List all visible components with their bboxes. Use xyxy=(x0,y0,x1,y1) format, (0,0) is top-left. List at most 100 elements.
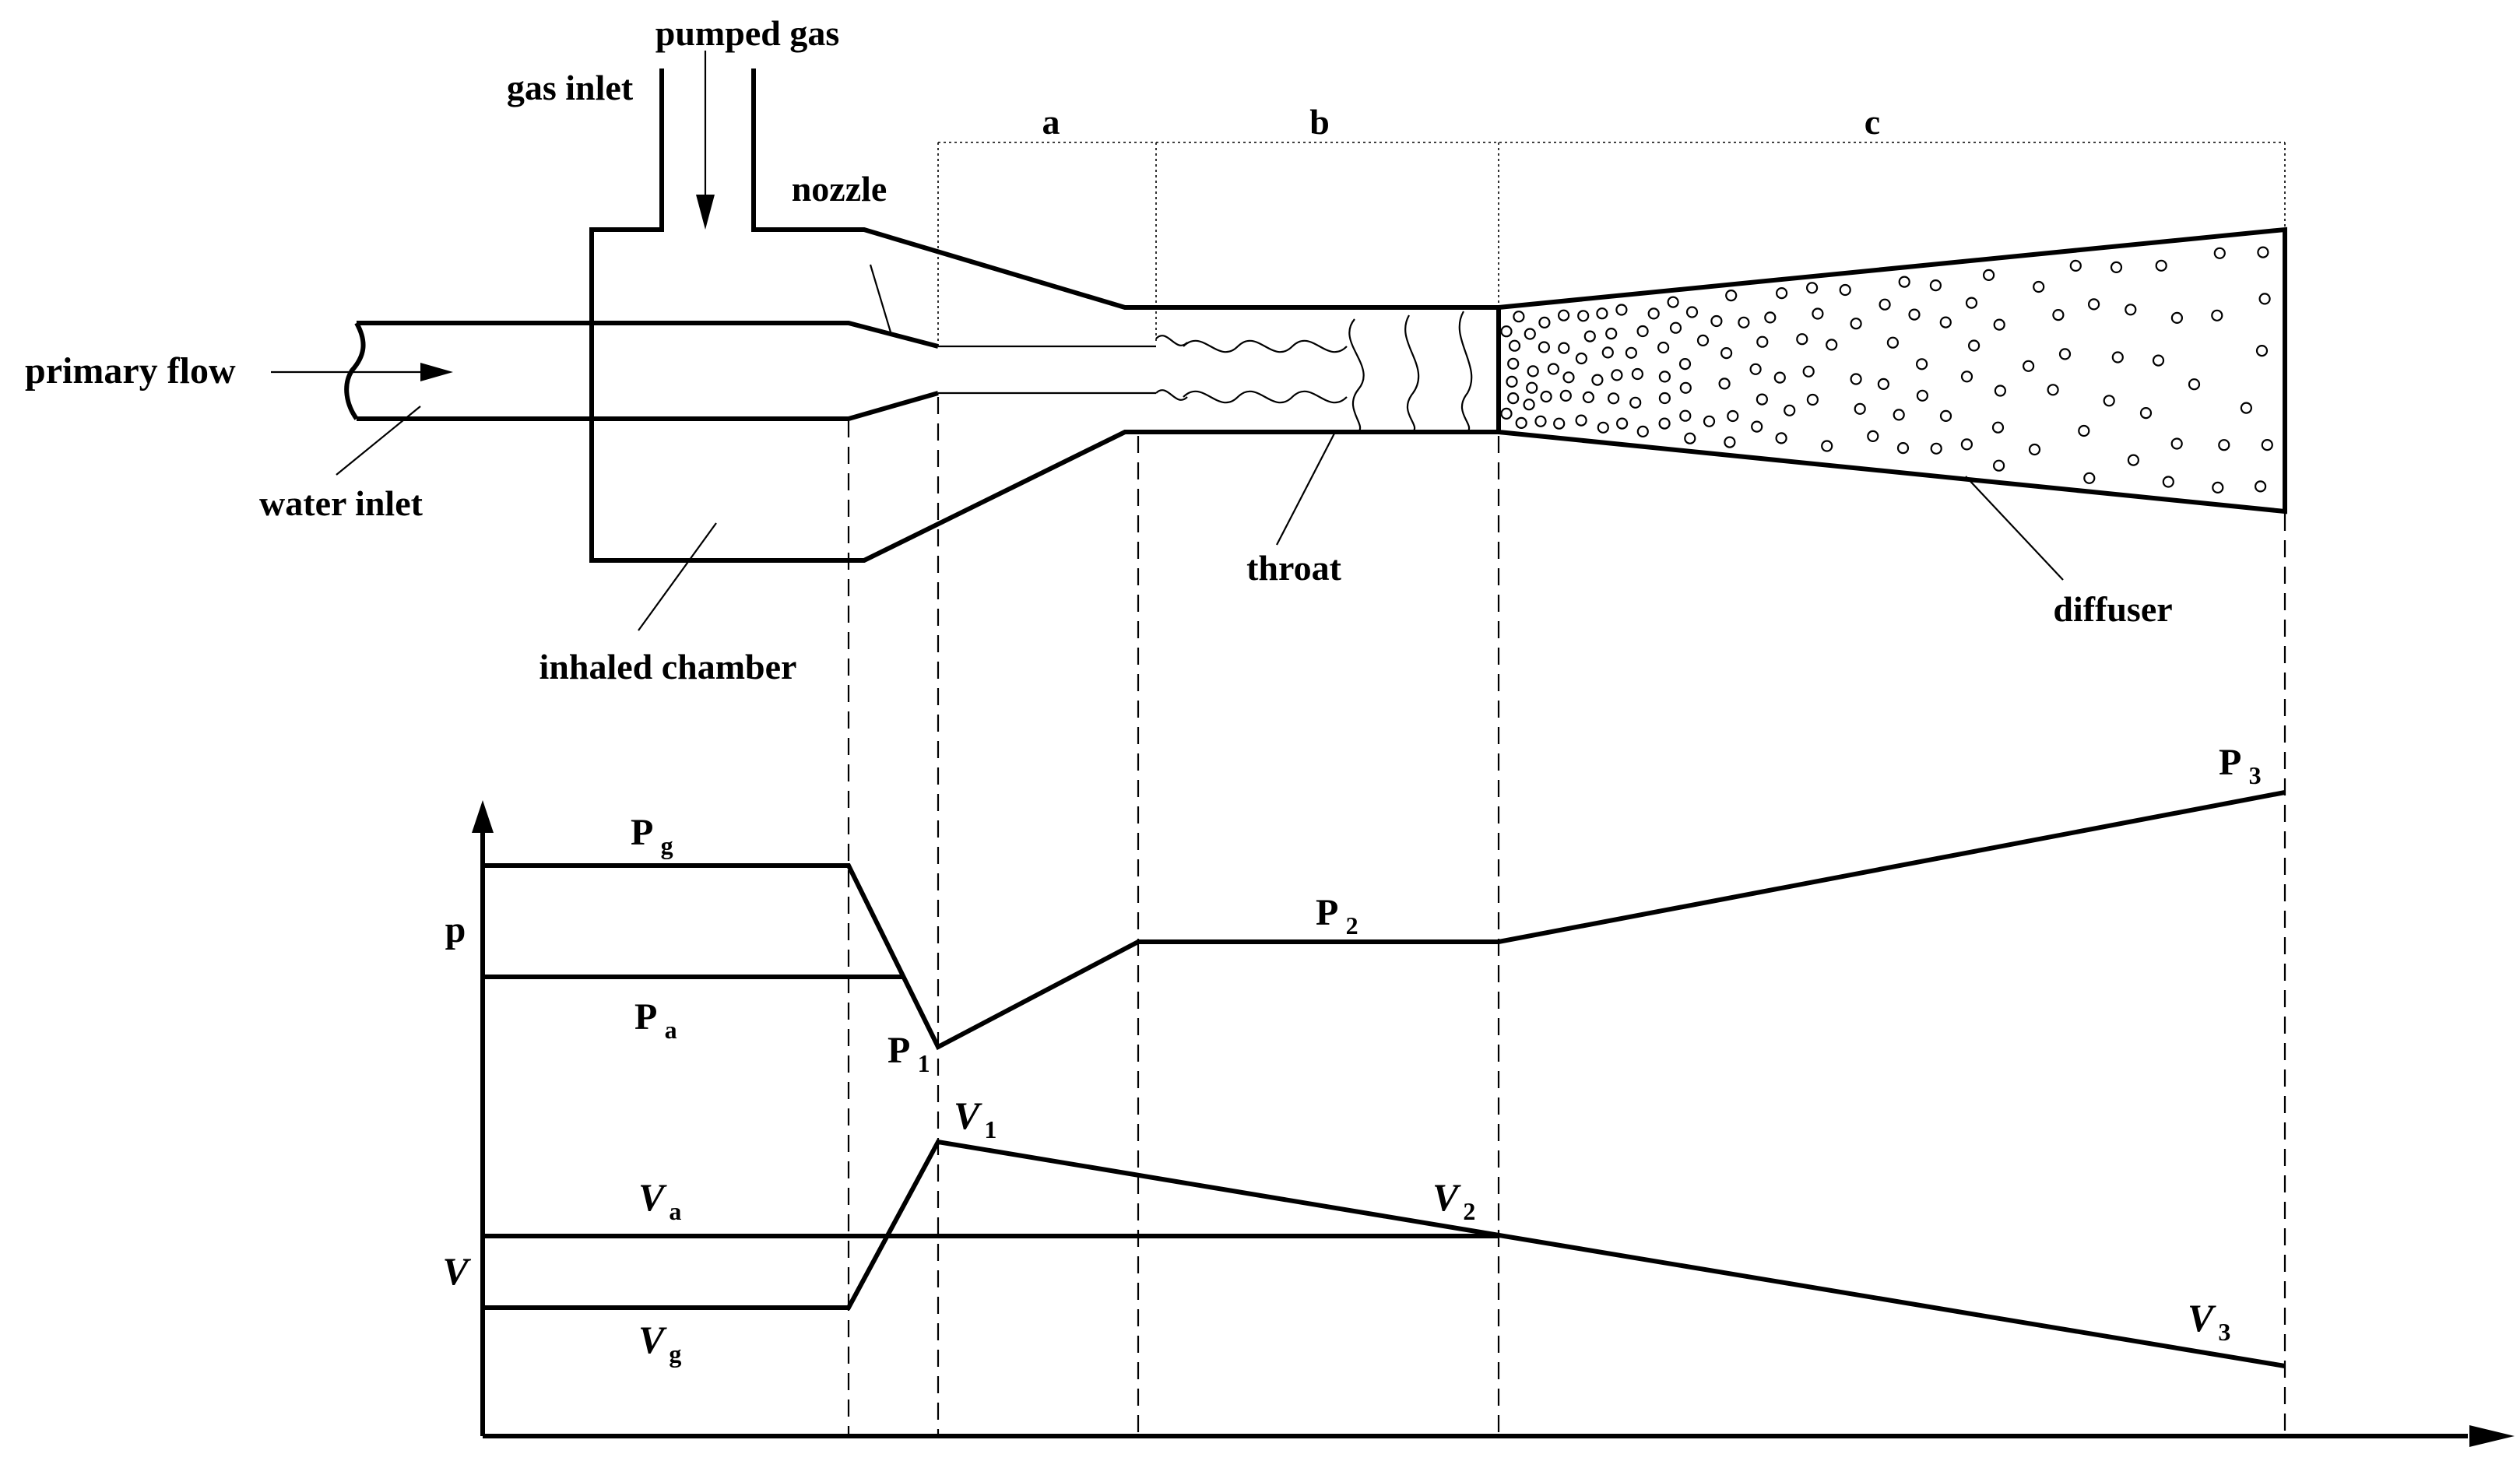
gas-bubble xyxy=(2127,454,2139,466)
gas-bubble xyxy=(1636,325,1649,338)
gas-bubble xyxy=(1523,399,1535,411)
gas-bubble xyxy=(1756,393,1768,406)
inhaled-chamber-label: inhaled chamber xyxy=(539,647,797,687)
shock-wave-1 xyxy=(1348,318,1365,433)
gas-bubble xyxy=(1500,407,1513,420)
p1-label: P 1 xyxy=(887,1030,930,1077)
inhaled-chamber-leader xyxy=(638,522,717,631)
gas-bubble xyxy=(1994,385,2006,397)
jet-wave-start xyxy=(1155,335,1188,401)
shock-wave-3 xyxy=(1458,311,1473,433)
gas-bubble xyxy=(1669,321,1682,334)
gas-bubble xyxy=(1657,341,1670,354)
gas-bubble xyxy=(1559,389,1572,402)
gas-bubble xyxy=(1756,335,1769,348)
gas-bubble xyxy=(2069,259,2082,272)
gas-bubble xyxy=(1898,276,1910,288)
gas-bubble xyxy=(1727,409,1739,423)
wave-upper xyxy=(1183,339,1348,353)
gas-bubble xyxy=(1508,339,1521,352)
gas-bubble xyxy=(1720,347,1733,360)
p3-label: P 3 xyxy=(2219,742,2262,789)
gas-bubble xyxy=(1506,375,1518,388)
gas-bubble xyxy=(1678,358,1692,371)
v-axis-label: V xyxy=(442,1249,471,1293)
primary-flow-arrowhead xyxy=(420,363,453,381)
gas-bubble xyxy=(1596,307,1608,320)
gas-bubble xyxy=(1575,414,1587,427)
gas-bubble xyxy=(1960,438,1973,451)
gas-bubble xyxy=(2033,280,2045,293)
gas-bubble xyxy=(1916,358,1928,371)
gas-bubble xyxy=(1575,352,1588,365)
gas-bubble xyxy=(1991,421,2005,434)
section-guides xyxy=(937,142,2286,346)
p2-label: P 2 xyxy=(1316,892,1358,939)
gas-bubble xyxy=(1540,390,1552,403)
graph-axes xyxy=(472,800,2515,1447)
section-c-label: c xyxy=(1865,102,1880,142)
gas-bubble xyxy=(1513,311,1525,323)
gas-bubble xyxy=(1826,339,1838,351)
gas-bubble xyxy=(2261,438,2273,451)
gas-bubble xyxy=(1776,287,1788,300)
gas-bubble xyxy=(1802,365,1815,378)
gas-bubble xyxy=(1608,392,1620,405)
pa-label: P a xyxy=(634,996,677,1044)
station-guides xyxy=(847,397,2286,1436)
gas-bubble xyxy=(1879,298,1891,311)
gas-bubble xyxy=(1854,402,1866,415)
gas-bubble xyxy=(1930,442,1942,455)
gas-bubble xyxy=(2155,259,2167,272)
gas-bubble xyxy=(1611,369,1623,381)
gas-bubble xyxy=(1526,381,1538,394)
gas-bubble xyxy=(2111,351,2124,363)
gas-bubble xyxy=(1577,310,1590,322)
gas-bubble xyxy=(1821,440,1833,452)
gas-bubble xyxy=(2170,437,2183,450)
gas-bubble xyxy=(1605,328,1618,340)
y-axis-arrowhead xyxy=(472,800,494,833)
gas-bubble xyxy=(1615,304,1628,316)
gas-bubble xyxy=(2028,443,2041,456)
gas-bubble xyxy=(1877,378,1889,390)
gas-bubble xyxy=(1886,336,1899,349)
gas-bubble xyxy=(2110,261,2123,273)
primary-flow-label: primary flow xyxy=(25,350,236,392)
gas-bubble xyxy=(2139,406,2153,420)
gas-bubble xyxy=(1775,432,1787,444)
gas-bubble xyxy=(2218,439,2230,451)
gas-bubble xyxy=(1553,417,1566,430)
pipe-break xyxy=(344,321,366,420)
gas-bubble xyxy=(1557,309,1570,321)
gas-bubble xyxy=(1724,436,1736,448)
gas-bubble xyxy=(1597,421,1609,434)
gas-bubble xyxy=(1896,441,1910,455)
gas-bubble xyxy=(2211,309,2223,321)
gas-bubble xyxy=(2162,476,2174,488)
gas-bubble xyxy=(1725,290,1738,302)
diffuser-leader xyxy=(1965,476,2064,581)
diffuser-label: diffuser xyxy=(2053,589,2172,629)
gas-bubble xyxy=(1658,392,1671,405)
gas-inlet-label: gas inlet xyxy=(507,68,634,107)
gas-bubble xyxy=(2125,304,2137,316)
gas-bubble xyxy=(1850,318,1862,330)
gas-bubble xyxy=(1667,296,1679,308)
gas-bubble xyxy=(1658,371,1671,383)
nozzle-upper-wall xyxy=(357,321,939,349)
gas-bubble xyxy=(1527,365,1539,378)
gas-bubble xyxy=(1850,373,1862,385)
section-b-label: b xyxy=(1309,102,1330,142)
pumped-gas-label: pumped gas xyxy=(655,13,839,53)
nozzle-leader xyxy=(869,264,893,335)
gas-bubble xyxy=(1582,391,1595,403)
gas-bubble xyxy=(1696,334,1710,346)
gas-bubble xyxy=(1524,328,1536,340)
gas-bubble xyxy=(1629,396,1642,409)
gas-bubble xyxy=(1718,378,1731,390)
gas-bubble xyxy=(2078,424,2090,437)
